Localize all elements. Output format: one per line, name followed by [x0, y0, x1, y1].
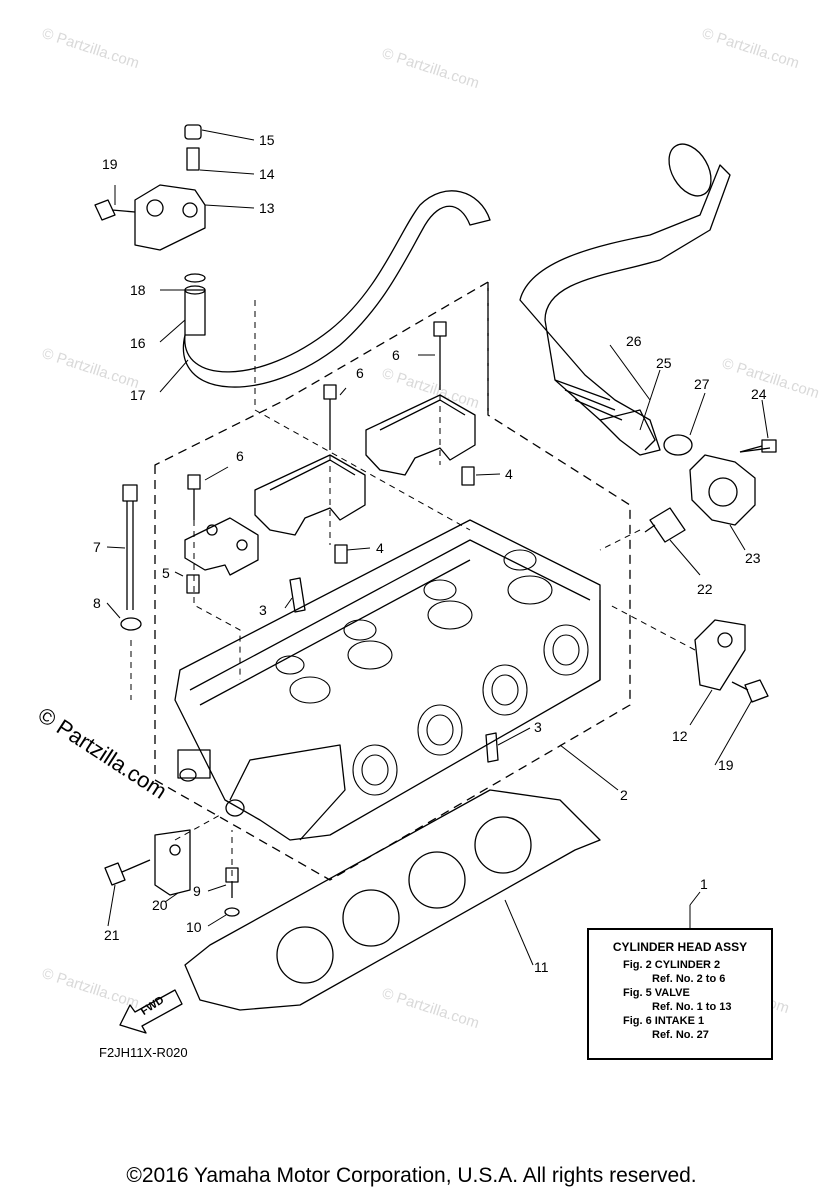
callout-4: 4	[505, 466, 513, 482]
callout-18: 18	[130, 282, 146, 298]
assembly-outline	[154, 281, 631, 881]
callout-21: 21	[104, 927, 120, 943]
clamp-18	[184, 273, 206, 283]
washer-8	[120, 617, 142, 631]
callout-22: 22	[697, 581, 713, 597]
copyright-notice: ©2016 Yamaha Motor Corporation, U.S.A. A…	[126, 1164, 697, 1187]
callout-15: 15	[259, 132, 275, 148]
callout-19: 19	[718, 757, 734, 773]
callout-13: 13	[259, 200, 275, 216]
callout-1: 1	[700, 876, 708, 892]
thermostat-housing	[689, 447, 771, 526]
fwd-arrow-icon	[119, 989, 183, 1034]
callout-7: 7	[93, 539, 101, 555]
reference-line: Ref. No. 2 to 6	[652, 973, 726, 985]
callout-8: 8	[93, 595, 101, 611]
reference-line: Fig. 2 CYLINDER 2	[623, 959, 721, 971]
reference-box-title: CYLINDER HEAD ASSY	[612, 940, 748, 954]
callout-27: 27	[694, 376, 710, 392]
bolt-21	[104, 859, 151, 886]
reference-box: CYLINDER HEAD ASSY Fig. 2 CYLINDER 2 Ref…	[587, 928, 773, 1060]
reference-line: Fig. 6 INTAKE 1	[623, 1015, 705, 1027]
cap-15	[184, 124, 202, 140]
callout-6: 6	[236, 448, 244, 464]
hose-25-26	[519, 143, 731, 456]
bolt-19b	[731, 679, 769, 703]
callout-2: 2	[620, 787, 628, 803]
callout-9: 9	[193, 883, 201, 899]
callout-3: 3	[259, 602, 267, 618]
bolt-6b	[323, 384, 337, 450]
cylinder-head	[174, 519, 601, 841]
callout-20: 20	[152, 897, 168, 913]
reference-line: Fig. 5 VALVE	[623, 987, 690, 999]
callout-12: 12	[672, 728, 688, 744]
callout-11: 11	[534, 959, 549, 975]
washer-10	[224, 907, 240, 917]
callout-19: 19	[102, 156, 118, 172]
callout-4: 4	[376, 540, 384, 556]
clamp-27	[663, 434, 693, 456]
callout-24: 24	[751, 386, 767, 402]
camshaft-cap-2	[254, 454, 366, 536]
dowel-pins	[186, 466, 475, 594]
elbow-bracket-13	[134, 184, 206, 251]
callout-10: 10	[186, 919, 202, 935]
bolt-19a	[94, 199, 136, 221]
callout-23: 23	[745, 550, 761, 566]
leader-lines	[106, 129, 769, 966]
callout-5: 5	[162, 565, 170, 581]
thermostat	[644, 507, 686, 543]
reference-line: Ref. No. 1 to 13	[652, 1001, 732, 1013]
head-gasket	[184, 789, 601, 1011]
figure-code: F2JH11X-R020	[99, 1045, 188, 1060]
callout-14: 14	[259, 166, 275, 182]
callout-6: 6	[356, 365, 364, 381]
bolt-6a	[433, 321, 447, 390]
callout-16: 16	[130, 335, 146, 351]
callout-17: 17	[130, 387, 146, 403]
bracket-20	[154, 829, 191, 896]
callout-26: 26	[626, 333, 642, 349]
hose-16	[184, 285, 206, 336]
bolt-24	[739, 439, 777, 453]
bolt-6c	[187, 474, 201, 520]
long-bolt-7	[122, 484, 138, 610]
bracket-12	[694, 619, 746, 691]
nipple-14	[186, 147, 200, 171]
sleeves-3	[289, 577, 499, 763]
reference-line: Ref. No. 27	[652, 1029, 709, 1041]
camshaft-cap-1	[365, 394, 476, 476]
hose-17	[182, 190, 491, 388]
callout-3: 3	[534, 719, 542, 735]
callout-25: 25	[656, 355, 672, 371]
callout-6: 6	[392, 347, 400, 363]
camshaft-cap-3	[184, 517, 259, 576]
